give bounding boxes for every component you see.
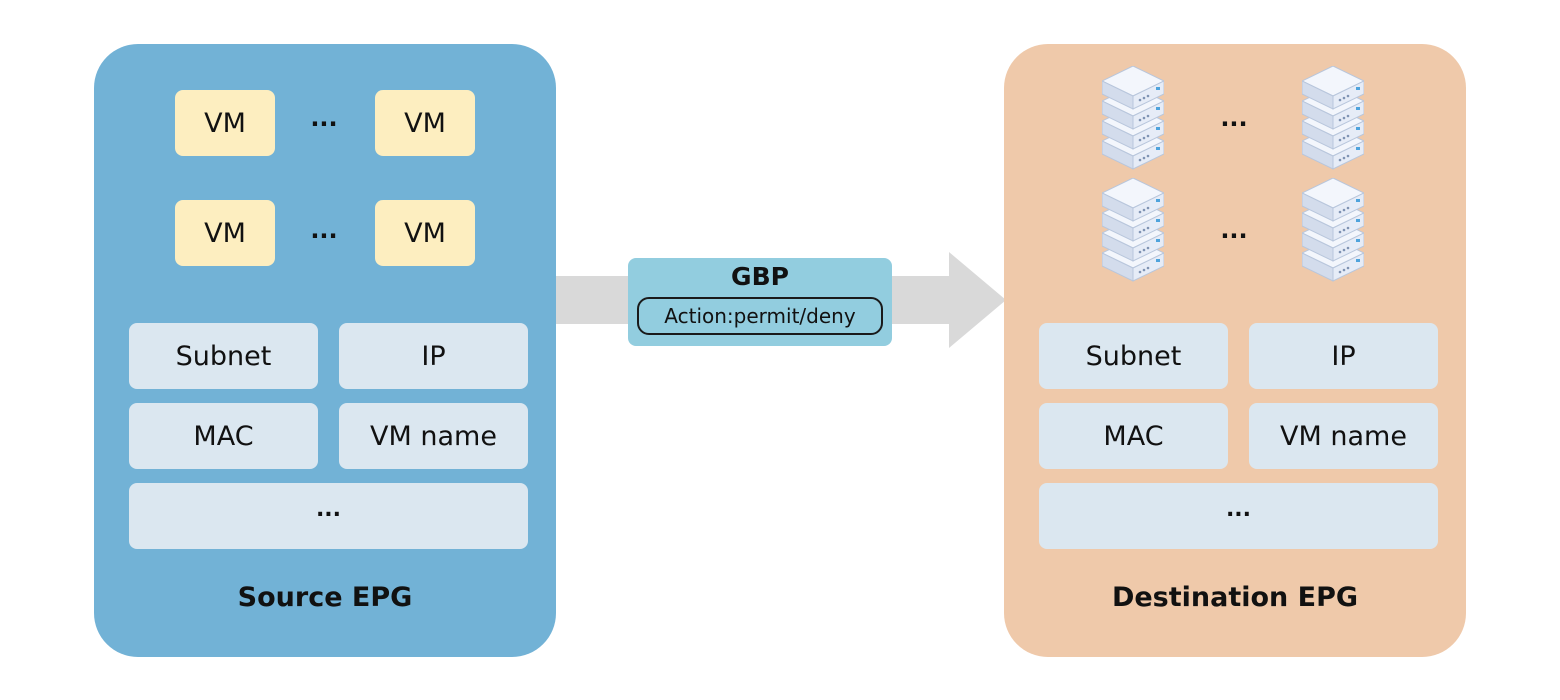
attribute-mac: MAC	[1039, 403, 1228, 469]
source-epg: VM ... VM VM ... VM Subnet IP MAC VM nam…	[94, 44, 556, 657]
vm-box: VM	[375, 90, 475, 156]
vm-box: VM	[175, 90, 275, 156]
attribute-more: ...	[1039, 483, 1438, 549]
server-stack-icon	[1302, 66, 1364, 170]
vm-box: VM	[375, 200, 475, 266]
destination-epg-label: Destination EPG	[1111, 582, 1359, 613]
ellipsis: ...	[310, 104, 338, 132]
ellipsis: ...	[1220, 104, 1248, 132]
gbp-action-rule: Action:permit/deny	[637, 297, 883, 335]
attribute-subnet: Subnet	[129, 323, 318, 389]
attribute-more: ...	[129, 483, 528, 549]
gbp-policy-box: GBP Action:permit/deny	[628, 258, 892, 346]
server-stack-icon	[1102, 178, 1164, 282]
destination-epg: ... ... Subnet IP MAC VM name ... Destin…	[1004, 44, 1466, 657]
attribute-mac: MAC	[129, 403, 318, 469]
server-stack-icon	[1302, 178, 1364, 282]
attribute-subnet: Subnet	[1039, 323, 1228, 389]
attribute-vm-name: VM name	[339, 403, 528, 469]
attribute-ip: IP	[1249, 323, 1438, 389]
attribute-ip: IP	[339, 323, 528, 389]
server-stack-icon	[1102, 66, 1164, 170]
ellipsis: ...	[1220, 216, 1248, 244]
gbp-title: GBP	[731, 262, 789, 291]
source-epg-label: Source EPG	[237, 582, 413, 613]
attribute-vm-name: VM name	[1249, 403, 1438, 469]
ellipsis: ...	[310, 216, 338, 244]
vm-box: VM	[175, 200, 275, 266]
